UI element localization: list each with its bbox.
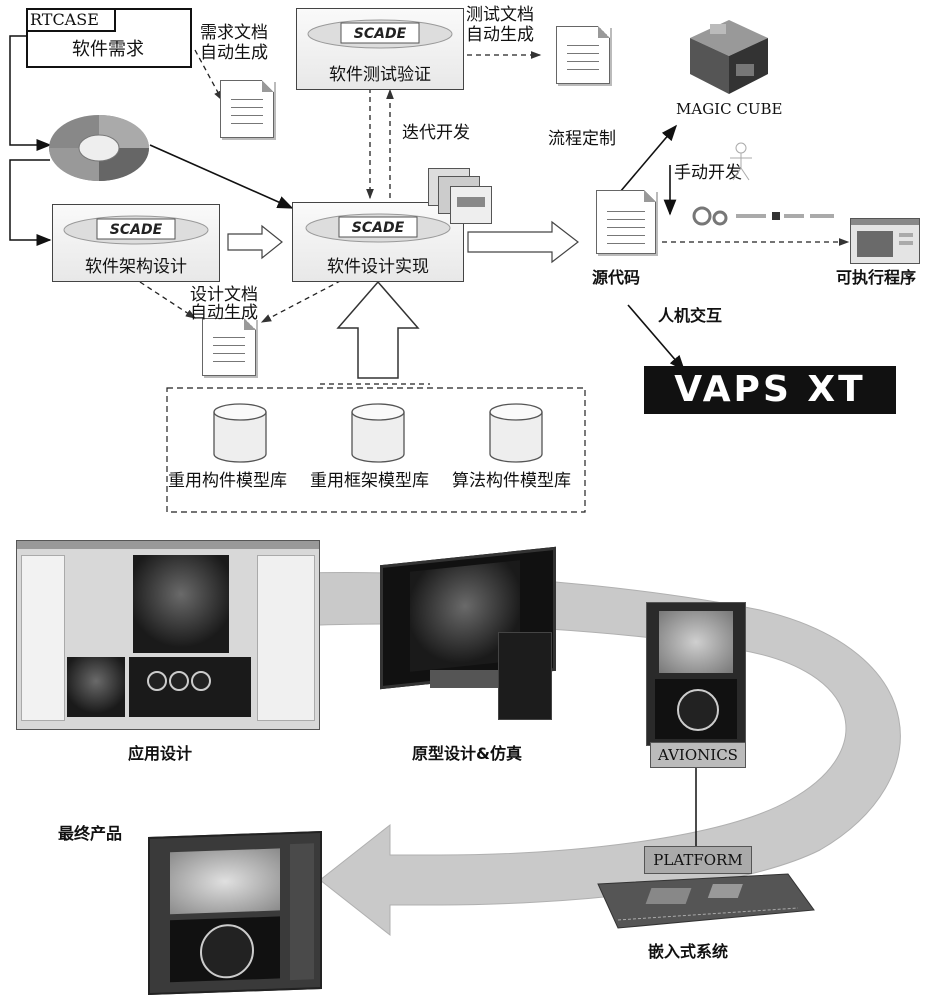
test-doc-label-1: 测试文档 (466, 6, 534, 25)
library-label-1: 重用构件模型库 (168, 472, 287, 491)
req-doc-label-2: 自动生成 (200, 44, 268, 63)
source-code-doc-icon (596, 190, 656, 254)
design-doc-label-2: 自动生成 (190, 304, 258, 323)
magic-cube-icon (686, 16, 772, 96)
avionics-label-box: AVIONICS (650, 742, 746, 768)
svg-text:SCADE: SCADE (352, 220, 405, 236)
reusable-framework-db-icon (350, 402, 406, 464)
library-label-3: 算法构件模型库 (452, 472, 571, 491)
rtcase-tab: RTCASE (28, 10, 116, 32)
library-label-2: 重用框架模型库 (310, 472, 429, 491)
process-custom-label: 流程定制 (548, 130, 616, 149)
app-design-label: 应用设计 (128, 744, 192, 763)
requirements-doc-icon (220, 80, 274, 138)
software-test-label: 软件测试验证 (297, 60, 463, 85)
embedded-system-label: 嵌入式系统 (648, 942, 728, 961)
hmi-label: 人机交互 (658, 306, 722, 325)
svg-text:SCADE: SCADE (354, 26, 407, 42)
scade-logo: SCADE (61, 213, 211, 247)
reusable-component-db-icon (212, 402, 268, 464)
impl-to-code-block-arrow (468, 222, 578, 262)
process-wheel-icon (46, 112, 152, 184)
manual-dev-gears-icon (690, 204, 840, 228)
embedded-board-image (588, 870, 818, 932)
prototype-label: 原型设计&仿真 (412, 744, 522, 763)
source-code-label: 源代码 (592, 268, 640, 287)
algorithm-component-db-icon (488, 402, 544, 464)
req-doc-label-1: 需求文档 (200, 24, 268, 43)
final-product-image (148, 831, 322, 995)
design-impl-label: 软件设计实现 (293, 252, 463, 277)
avionics-display-image (646, 602, 746, 746)
scade-logo: SCADE (305, 17, 455, 51)
final-product-label: 最终产品 (58, 824, 122, 843)
architecture-design-box: SCADE 软件架构设计 (52, 204, 220, 282)
vaps-xt-logo: VAPS XT (644, 366, 896, 414)
executable-label: 可执行程序 (836, 268, 916, 287)
arch-doc-arrow (140, 282, 195, 318)
design-doc-icon (202, 318, 256, 376)
executable-window-icon (850, 218, 920, 264)
wheel-to-impl-arrow (150, 145, 292, 208)
software-requirements-label: 软件需求 (72, 40, 144, 59)
magic-cube-label: MAGIC CUBE (676, 100, 782, 119)
architecture-design-label: 软件架构设计 (53, 252, 219, 277)
test-doc-icon (556, 26, 610, 84)
code-to-magic-arrow (620, 126, 676, 192)
test-doc-label-2: 自动生成 (466, 26, 534, 45)
arch-to-impl-block-arrow (228, 226, 282, 258)
person-figure-icon (726, 142, 756, 182)
application-design-screenshot (16, 540, 320, 730)
iterative-dev-label: 迭代开发 (402, 124, 470, 143)
rtcase-requirements-box: RTCASE 软件需求 (26, 8, 192, 68)
software-test-box: SCADE 软件测试验证 (296, 8, 464, 90)
prototype-monitor-image (380, 550, 580, 720)
svg-text:SCADE: SCADE (110, 222, 163, 238)
library-up-block-arrow (338, 282, 418, 378)
iteration-screens-icon (428, 168, 492, 224)
